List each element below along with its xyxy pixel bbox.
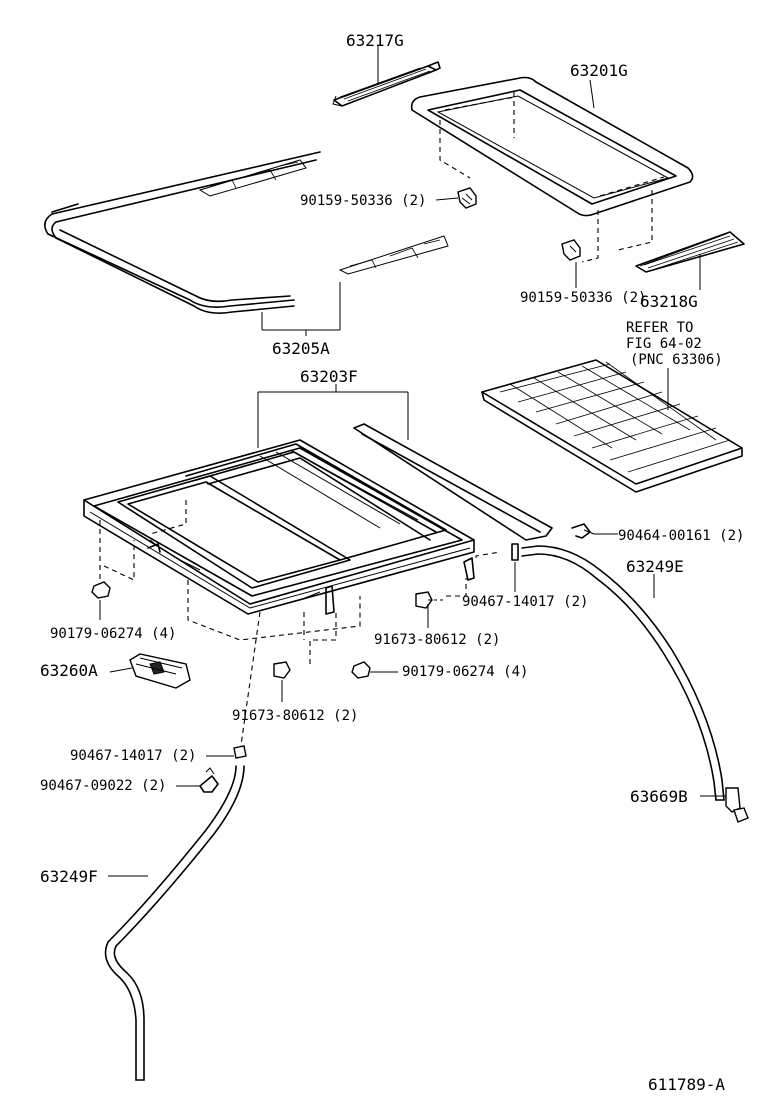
bolt-90159-b xyxy=(561,239,581,261)
label-refer-pnc: (PNC 63306) xyxy=(630,352,723,368)
housing-frame-63203F xyxy=(83,423,553,615)
drain-rail-63205A xyxy=(44,151,449,314)
label-63218G: 63218G xyxy=(640,292,698,311)
label-refer-to: REFER TO xyxy=(626,320,693,336)
bolt-90159-a xyxy=(457,187,477,209)
label-91673-b: 91673-80612 (2) xyxy=(232,708,358,724)
label-63201G: 63201G xyxy=(570,61,628,80)
label-90467-c: 90467-09022 (2) xyxy=(40,778,166,794)
figure-number: 611789-A xyxy=(648,1075,725,1094)
label-90464: 90464-00161 (2) xyxy=(618,528,744,544)
label-90467-a: 90467-14017 (2) xyxy=(462,594,588,610)
clip-90464 xyxy=(571,523,595,539)
label-90467-b: 90467-14017 (2) xyxy=(70,748,196,764)
weatherstrip-63218G xyxy=(635,231,745,273)
label-63260A: 63260A xyxy=(40,661,98,680)
weatherstrip-63217G xyxy=(332,61,441,107)
label-90179-b: 90179-06274 (4) xyxy=(402,664,528,680)
label-63249F: 63249F xyxy=(40,867,98,886)
elbow-63669B xyxy=(725,787,749,823)
label-90159-a: 90159-50336 (2) xyxy=(300,193,426,209)
clip-90467-a xyxy=(511,543,519,561)
label-63669B: 63669B xyxy=(630,787,688,806)
label-63205A: 63205A xyxy=(272,339,330,358)
label-90179-a: 90179-06274 (4) xyxy=(50,626,176,642)
drain-hose-63249E xyxy=(521,545,725,801)
nut-90179-a xyxy=(91,581,111,599)
clamp-90467-c xyxy=(199,767,219,793)
clip-91673-b xyxy=(273,661,291,679)
nut-90179-b xyxy=(351,661,371,679)
clip-90467-b xyxy=(233,745,247,759)
clip-91673-a xyxy=(415,591,446,609)
label-refer-fig: FIG 64-02 xyxy=(626,336,702,352)
label-91673-a: 91673-80612 (2) xyxy=(374,632,500,648)
drain-hose-63249F xyxy=(104,765,245,1081)
label-63217G: 63217G xyxy=(346,31,404,50)
label-90159-b: 90159-50336 (2) xyxy=(520,290,646,306)
label-63203F: 63203F xyxy=(300,367,358,386)
sunshade-panel xyxy=(481,359,743,493)
glass-panel-63201G xyxy=(410,76,694,217)
label-63249E: 63249E xyxy=(626,557,684,576)
motor-63260A xyxy=(129,653,191,689)
